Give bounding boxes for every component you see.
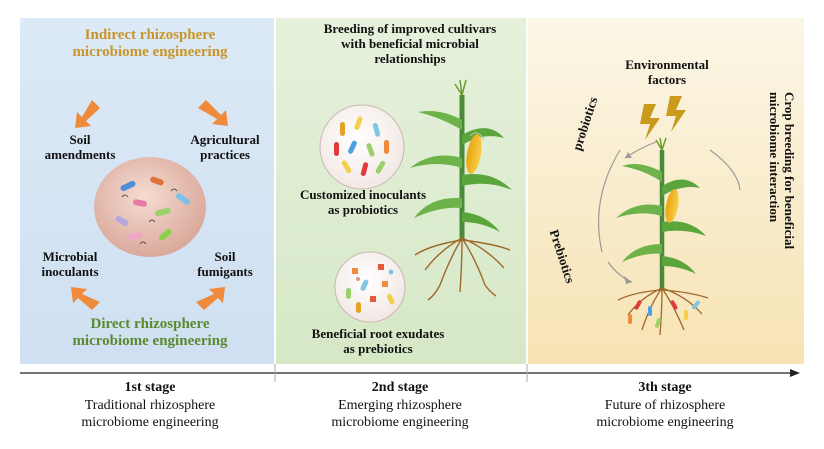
stage2-caption: 2nd stage Emerging rhizosphere microbiom… xyxy=(300,379,500,432)
arrow-from-soil-fumigants xyxy=(196,287,225,310)
microbial-line2: inoculants xyxy=(41,263,99,279)
inoculants-line2: as probiotics xyxy=(327,201,399,217)
crop-breeding-label: Crop breeding for beneficial microbiome … xyxy=(766,92,797,250)
crop-line2: microbiome interaction xyxy=(767,92,783,223)
microbe-dish xyxy=(94,157,206,257)
fumigants-line1: Soil xyxy=(214,249,236,264)
inoculants-probiotics-label: Customized inoculants as probiotics xyxy=(283,187,443,218)
arrow-to-soil-amendments xyxy=(75,100,100,128)
stage1-label: 1st stage xyxy=(124,380,176,395)
stage3-caption-line2: microbiome engineering xyxy=(596,415,734,430)
breeding-line3: relationships xyxy=(374,50,446,66)
environmental-factors-label: Environmental factors xyxy=(612,57,722,88)
indirect-engineering-title: Indirect rhizosphere microbiome engineer… xyxy=(60,27,240,62)
agricultural-practices-label: Agricultural practices xyxy=(180,132,270,163)
inoculants-line1: Customized inoculants xyxy=(299,187,427,202)
soil-amendments-line2: amendments xyxy=(44,146,116,162)
fumigants-line2: fumigants xyxy=(197,263,253,279)
stage2-panel xyxy=(276,18,526,364)
roots-stage2 xyxy=(414,237,511,301)
direct-title-line2: microbiome engineering xyxy=(72,333,228,350)
root-exudates-label: Beneficial root exudates as prebiotics xyxy=(293,326,463,357)
exudates-line2: as prebiotics xyxy=(343,340,413,356)
roots-stage3 xyxy=(617,287,709,336)
probiotic-circle xyxy=(319,104,405,190)
stage3-caption-line1: Future of rhizosphere xyxy=(604,397,726,413)
stage1-caption-line2: microbiome engineering xyxy=(81,415,219,430)
stage2-caption-line1: Emerging rhizosphere xyxy=(338,397,462,413)
stage2-caption-line2: microbiome engineering xyxy=(331,415,469,430)
root-microbes xyxy=(628,300,700,328)
indirect-title-line1: Indirect rhizosphere xyxy=(84,27,216,43)
indirect-title-line2: microbiome engineering xyxy=(72,44,228,61)
stage1-caption: 1st stage Traditional rhizosphere microb… xyxy=(50,379,250,432)
microbial-inoculants-label: Microbial inoculants xyxy=(30,249,110,280)
arrow-to-agricultural-practices xyxy=(198,100,228,126)
direct-title-line1: Direct rhizosphere xyxy=(90,316,210,332)
soil-amendments-label: Soil amendments xyxy=(40,132,120,163)
soil-amendments-line1: Soil xyxy=(69,132,91,147)
stage2-label: 2nd stage xyxy=(371,380,429,395)
direct-engineering-title: Direct rhizosphere microbiome engineerin… xyxy=(55,316,245,351)
timeline-axis xyxy=(20,364,800,382)
exudates-line1: Beneficial root exudates xyxy=(311,326,445,341)
agri-line1: Agricultural xyxy=(190,132,260,147)
cycle-arrowhead-1 xyxy=(624,276,632,284)
env-line1: Environmental xyxy=(625,57,709,72)
arrow-from-microbial-inoculants xyxy=(71,287,100,310)
breeding-label: Breeding of improved cultivars with bene… xyxy=(300,21,520,67)
maize-plant-stage3 xyxy=(616,137,706,290)
microbial-line1: Microbial xyxy=(42,249,98,264)
prebiotic-circle xyxy=(334,251,406,323)
agri-line2: practices xyxy=(200,146,250,162)
maize-plant-stage2 xyxy=(410,79,512,240)
stage3-caption: 3th stage Future of rhizosphere microbio… xyxy=(565,379,765,432)
stage1-caption-line1: Traditional rhizosphere xyxy=(84,397,216,413)
breeding-line2: with beneficial microbial xyxy=(341,35,479,51)
cycle-arrowhead-2 xyxy=(625,152,632,158)
stage3-label: 3th stage xyxy=(638,380,692,395)
soil-fumigants-label: Soil fumigants xyxy=(185,249,265,280)
crop-line1: Crop breeding for beneficial xyxy=(782,92,797,250)
lightning-icon xyxy=(640,96,686,140)
env-line2: factors xyxy=(647,71,687,87)
breeding-line1: Breeding of improved cultivars xyxy=(323,21,497,36)
